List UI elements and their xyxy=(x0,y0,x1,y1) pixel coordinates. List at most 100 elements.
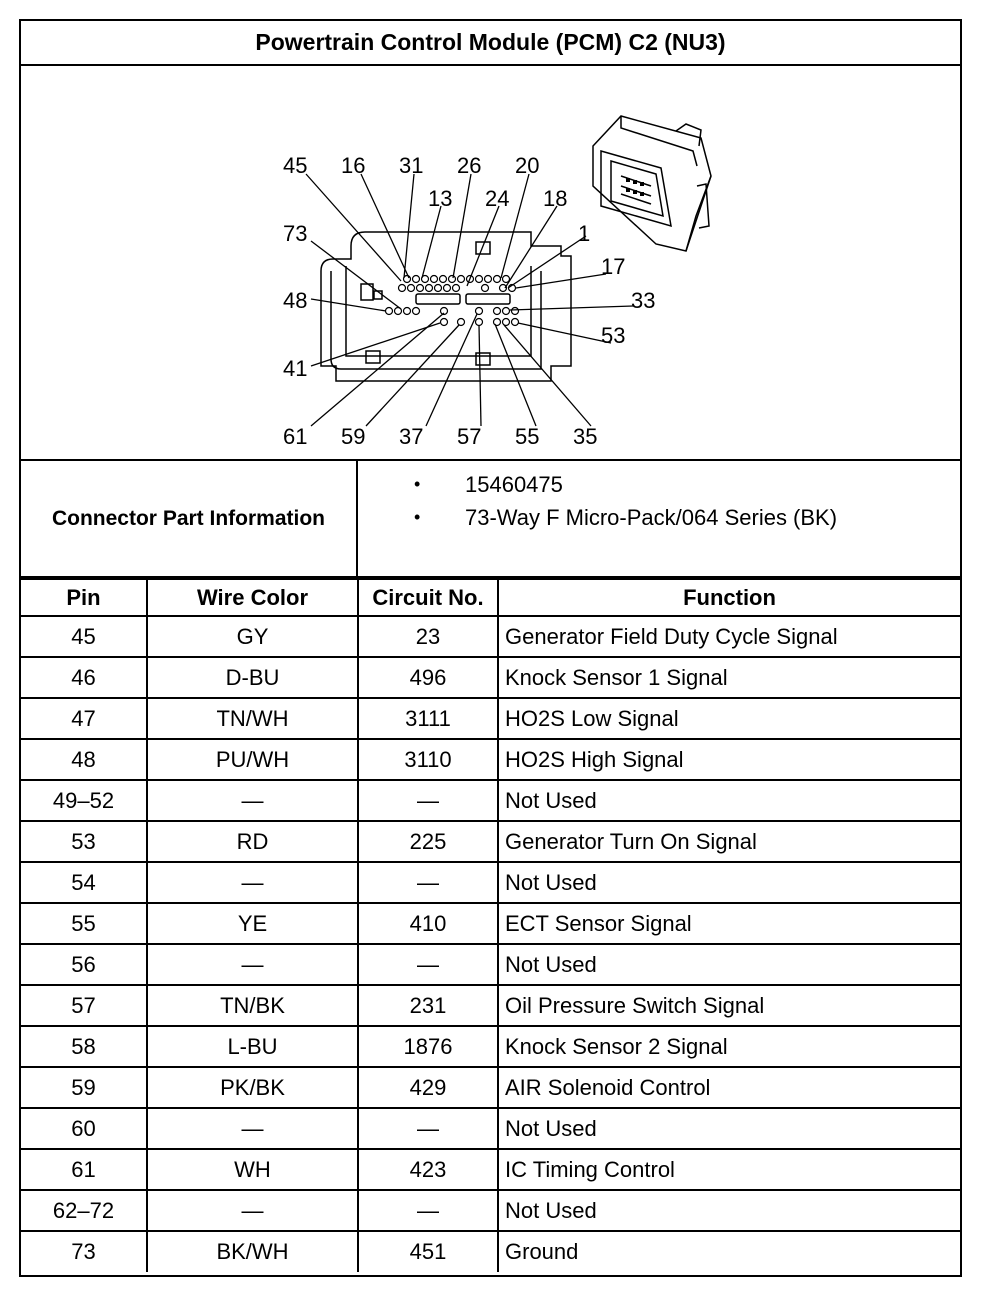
pin-cell: 62–72 xyxy=(21,1189,148,1232)
function-cell: Knock Sensor 1 Signal xyxy=(497,656,960,699)
wire-color-cell: L-BU xyxy=(146,1025,359,1068)
pin-cell: 60 xyxy=(21,1107,148,1150)
circuit-cell: 410 xyxy=(357,902,499,945)
circuit-cell: — xyxy=(357,1189,499,1232)
function-cell: IC Timing Control xyxy=(497,1148,960,1191)
table-header-row: Pin Wire Color Circuit No. Function xyxy=(21,578,960,617)
connector-description: 73-Way F Micro-Pack/064 Series (BK) xyxy=(465,505,838,530)
circuit-cell: — xyxy=(357,943,499,986)
circuit-cell: — xyxy=(357,779,499,822)
table-row: 56——Not Used xyxy=(21,943,960,986)
pin-label-1: 1 xyxy=(578,221,590,246)
pin-cell: 57 xyxy=(21,984,148,1027)
circuit-cell: 451 xyxy=(357,1230,499,1272)
pin-cell: 47 xyxy=(21,697,148,740)
pin-cell: 54 xyxy=(21,861,148,904)
pin-label-13: 13 xyxy=(428,186,452,211)
pin-label-26: 26 xyxy=(457,153,481,178)
part-number: 15460475 xyxy=(465,472,563,497)
bullet-icon: • xyxy=(414,507,421,527)
pin-label-59: 59 xyxy=(341,424,365,449)
function-cell: Generator Field Duty Cycle Signal xyxy=(497,615,960,658)
pin-cell: 45 xyxy=(21,615,148,658)
table-row: 60——Not Used xyxy=(21,1107,960,1150)
circuit-cell: 1876 xyxy=(357,1025,499,1068)
pin-cell: 48 xyxy=(21,738,148,781)
function-cell: HO2S High Signal xyxy=(497,738,960,781)
pin-label-16: 16 xyxy=(341,153,365,178)
circuit-cell: 3111 xyxy=(357,697,499,740)
wire-color-cell: D-BU xyxy=(146,656,359,699)
connector-face-drawing: 45 16 31 26 20 13 24 18 73 48 41 1 17 33… xyxy=(283,115,712,449)
pin-cell: 53 xyxy=(21,820,148,863)
function-cell: Not Used xyxy=(497,943,960,986)
table-row: 62–72——Not Used xyxy=(21,1189,960,1232)
wire-color-cell: — xyxy=(146,779,359,822)
function-cell: Not Used xyxy=(497,861,960,904)
function-cell: Knock Sensor 2 Signal xyxy=(497,1025,960,1068)
connector-3d-view xyxy=(592,115,712,252)
pin-label-45: 45 xyxy=(283,153,307,178)
pin-cell: 46 xyxy=(21,656,148,699)
connector-sheet: Powertrain Control Module (PCM) C2 (NU3) xyxy=(19,19,962,1277)
pin-label-35: 35 xyxy=(573,424,597,449)
pin-label-73: 73 xyxy=(283,221,307,246)
pin-label-20: 20 xyxy=(515,153,539,178)
pin-label-57: 57 xyxy=(457,424,481,449)
table-row: 49–52——Not Used xyxy=(21,779,960,822)
function-cell: Not Used xyxy=(497,1189,960,1232)
pin-cell: 49–52 xyxy=(21,779,148,822)
page-title: Powertrain Control Module (PCM) C2 (NU3) xyxy=(21,21,960,66)
pin-label-33: 33 xyxy=(631,288,655,313)
circuit-cell: 231 xyxy=(357,984,499,1027)
function-cell: HO2S Low Signal xyxy=(497,697,960,740)
function-cell: Not Used xyxy=(497,779,960,822)
function-cell: Generator Turn On Signal xyxy=(497,820,960,863)
connector-part-information: Connector Part Information • 15460475 • … xyxy=(21,461,960,578)
wire-color-cell: TN/WH xyxy=(146,697,359,740)
pin-cell: 73 xyxy=(21,1230,148,1272)
part-info-label: Connector Part Information xyxy=(21,461,358,576)
wire-color-cell: BK/WH xyxy=(146,1230,359,1272)
circuit-cell: 429 xyxy=(357,1066,499,1109)
header-pin: Pin xyxy=(21,578,148,617)
wire-color-cell: — xyxy=(146,1189,359,1232)
function-cell: AIR Solenoid Control xyxy=(497,1066,960,1109)
circuit-cell: — xyxy=(357,861,499,904)
header-circuit-no: Circuit No. xyxy=(357,578,499,617)
wire-color-cell: YE xyxy=(146,902,359,945)
header-function: Function xyxy=(497,578,960,617)
wire-color-cell: PK/BK xyxy=(146,1066,359,1109)
pin-cell: 58 xyxy=(21,1025,148,1068)
wire-color-cell: GY xyxy=(146,615,359,658)
pin-cell: 55 xyxy=(21,902,148,945)
function-cell: Oil Pressure Switch Signal xyxy=(497,984,960,1027)
pin-label-48: 48 xyxy=(283,288,307,313)
pin-label-24: 24 xyxy=(485,186,509,211)
connector-diagram: 45 16 31 26 20 13 24 18 73 48 41 1 17 33… xyxy=(21,66,960,461)
pin-label-61: 61 xyxy=(283,424,307,449)
circuit-cell: 496 xyxy=(357,656,499,699)
circuit-cell: 3110 xyxy=(357,738,499,781)
wire-color-cell: RD xyxy=(146,820,359,863)
wire-color-cell: — xyxy=(146,1107,359,1150)
function-cell: ECT Sensor Signal xyxy=(497,902,960,945)
pin-label-17: 17 xyxy=(601,254,625,279)
pin-label-53: 53 xyxy=(601,323,625,348)
wire-color-cell: TN/BK xyxy=(146,984,359,1027)
pin-cell: 56 xyxy=(21,943,148,986)
header-wire-color: Wire Color xyxy=(146,578,359,617)
pin-cell: 59 xyxy=(21,1066,148,1109)
table-row: 54——Not Used xyxy=(21,861,960,904)
pin-label-31: 31 xyxy=(399,153,423,178)
wire-color-cell: PU/WH xyxy=(146,738,359,781)
